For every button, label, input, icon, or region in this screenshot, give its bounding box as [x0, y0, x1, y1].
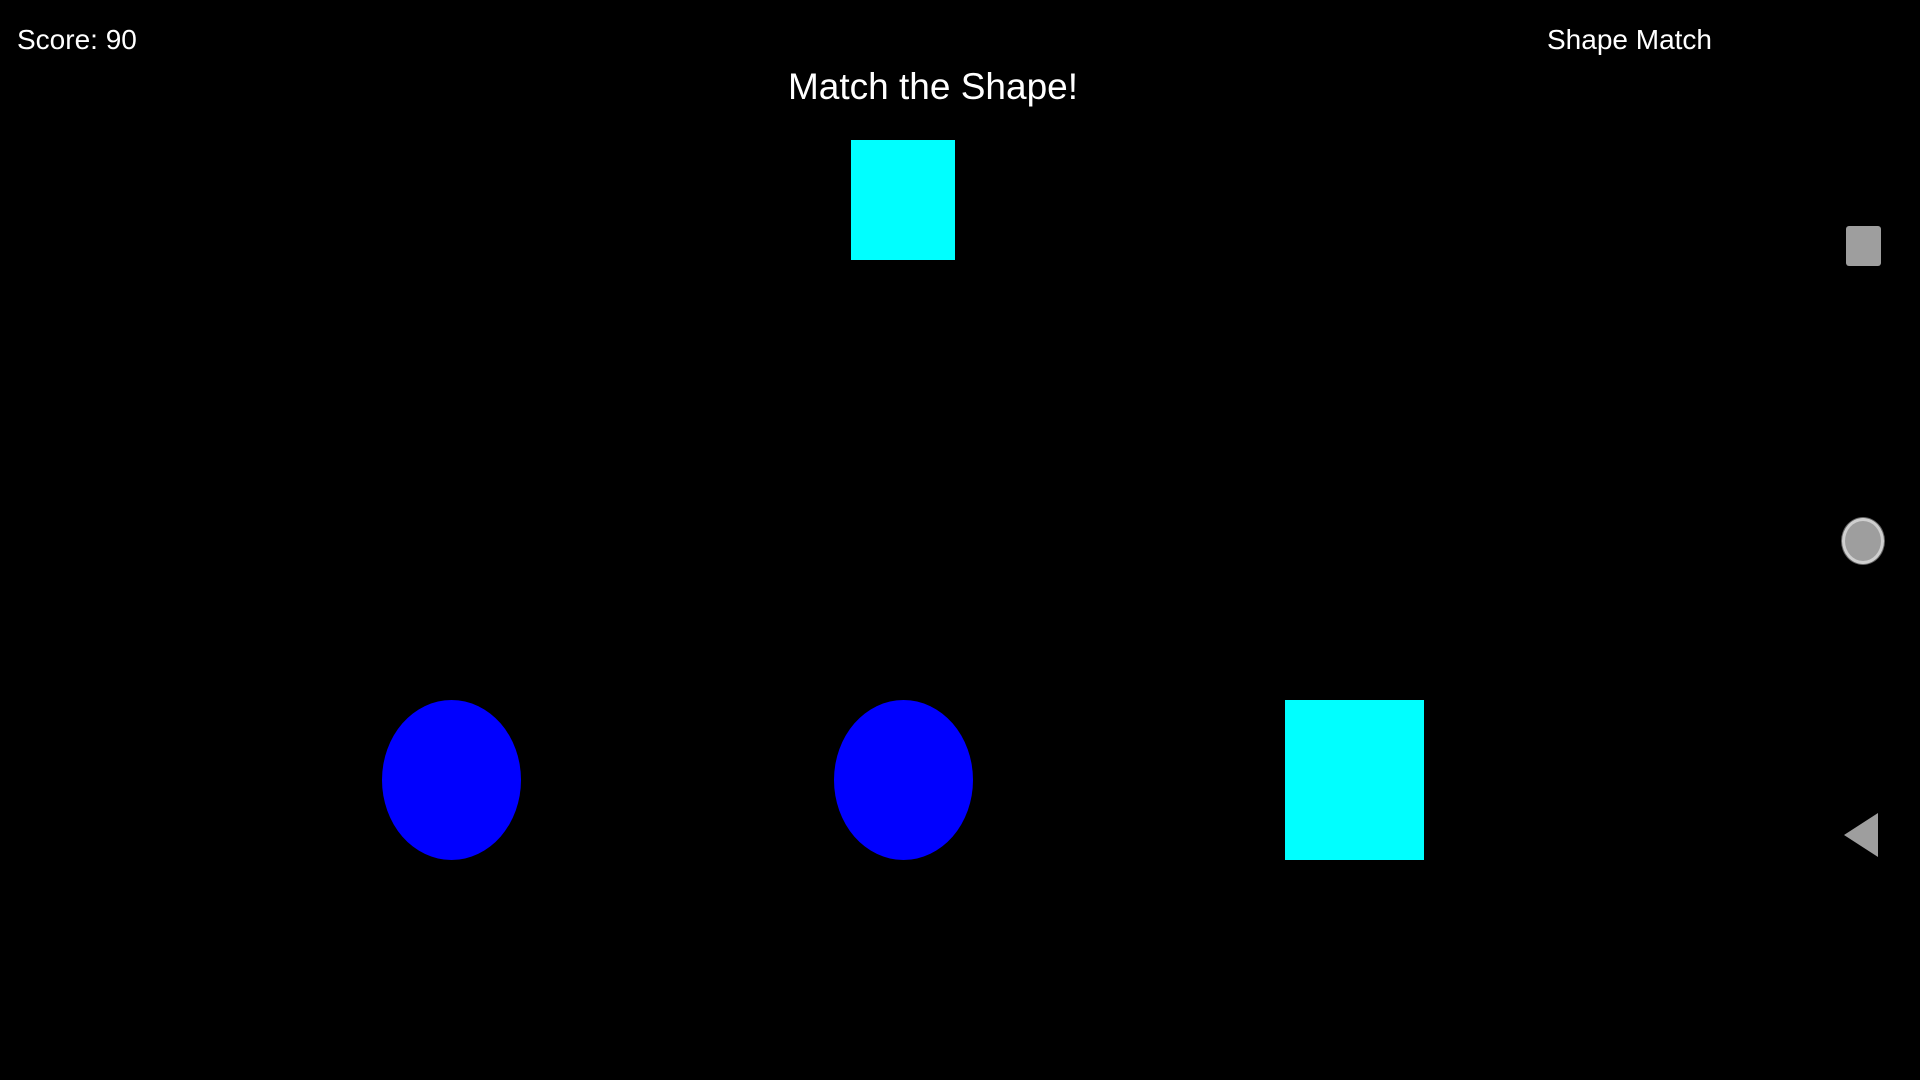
- option-circle-2[interactable]: [834, 700, 973, 860]
- back-icon[interactable]: [1844, 813, 1878, 857]
- recents-icon[interactable]: [1846, 226, 1881, 266]
- score-label: Score: 90: [17, 24, 137, 55]
- home-icon[interactable]: [1842, 518, 1884, 564]
- target-shape-square: [851, 140, 955, 260]
- prompt-text: Match the Shape!: [787, 66, 1079, 107]
- app-title: Shape Match: [1547, 24, 1712, 55]
- option-circle-1[interactable]: [382, 700, 521, 860]
- option-square-3[interactable]: [1285, 700, 1424, 860]
